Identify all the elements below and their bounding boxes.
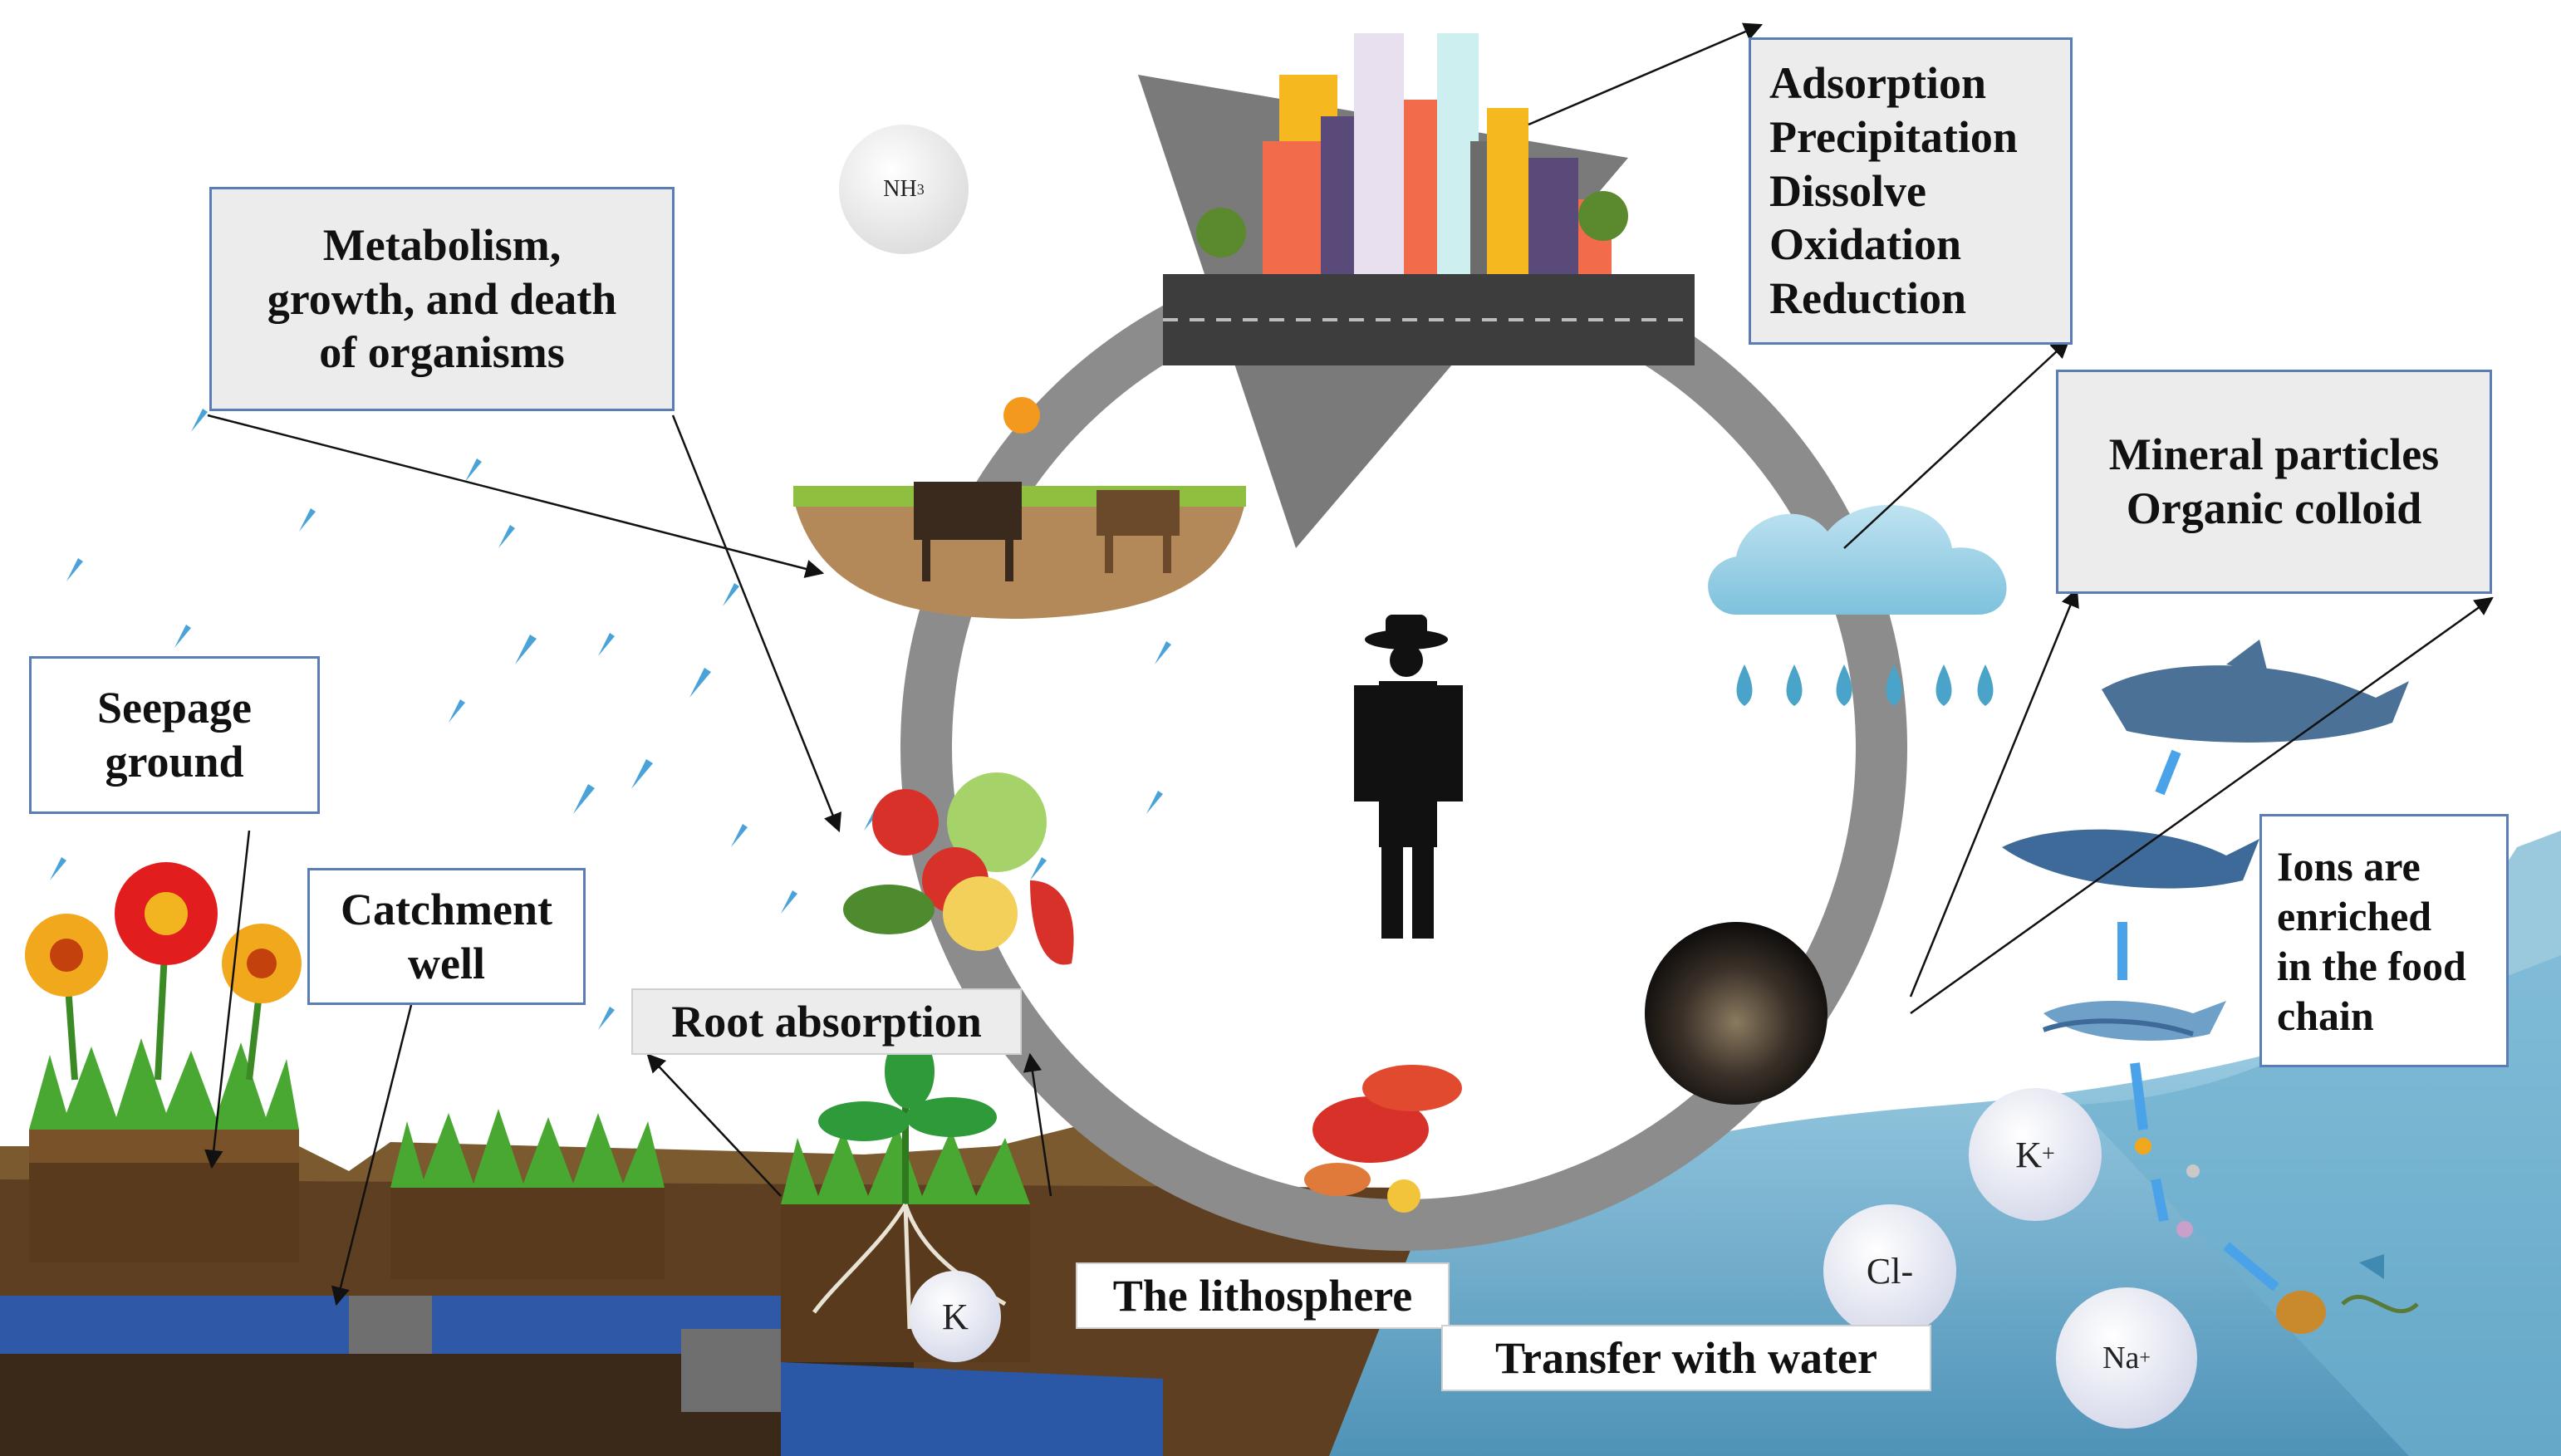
na-superscript: + [2139,1346,2151,1369]
mineral-colloid-label: Mineral particles Organic colloid [2056,370,2492,594]
metabolism-label: Metabolism, growth, and death of organis… [209,187,675,411]
vegetables-icon [843,772,1074,965]
cloud-rain-icon [1708,504,2007,706]
flowers-icon [25,862,302,1262]
farm-cows-icon [793,397,1246,619]
catchment-well-label: Catchment well [307,868,586,1005]
nh3-subscript: 3 [916,180,925,198]
city-icon [1163,33,1695,365]
k-plus-superscript: + [2041,1141,2055,1167]
connector-arrows [204,22,2494,1306]
nh3-label: NH [883,176,917,202]
processes-label: Adsorption Precipitation Dissolve Oxidat… [1749,37,2073,345]
k-plus-label: K [2015,1134,2042,1175]
transfer-with-water-label: Transfer with water [1441,1325,1931,1391]
na-ion: Na+ [2056,1287,2197,1429]
seepage-ground-label: Seepage ground [29,656,320,814]
soil-particle-icon [1645,922,1828,1105]
k-ion-soil: K [910,1271,1001,1362]
crayfish-icon [1304,1065,1462,1213]
na-label: Na [2102,1341,2140,1375]
shark-icon [2102,640,2409,743]
soil-landscape [0,1121,1412,1456]
grass-block [390,1109,665,1279]
root-absorption-label: Root absorption [631,988,1022,1055]
person-icon [1354,615,1463,939]
cl-label: Cl- [1866,1250,1914,1292]
cl-ion: Cl- [1823,1204,1956,1337]
food-chain-arrows [2117,749,2279,1292]
ions-food-chain-label: Ions are enriched in the food chain [2259,814,2509,1067]
lithosphere-label: The lithosphere [1076,1262,1450,1329]
k-plus-ion: K+ [1969,1088,2102,1221]
fish-icon [2002,829,2419,1334]
k-label: K [942,1296,969,1337]
